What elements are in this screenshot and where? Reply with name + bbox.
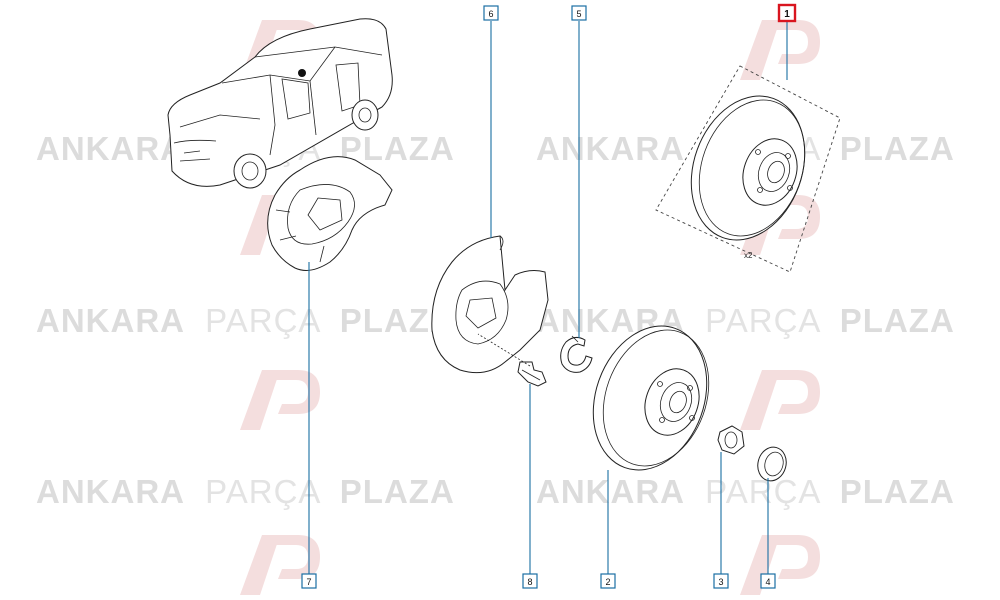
quantity-note: x2 <box>744 251 753 260</box>
svg-text:1: 1 <box>784 9 790 20</box>
part-6-backing-plate <box>431 235 549 374</box>
callout-3[interactable]: 3 <box>713 573 729 589</box>
callout-5[interactable]: 5 <box>571 5 587 21</box>
part-1-disc-assembly: x2 <box>655 65 841 273</box>
svg-text:8: 8 <box>527 577 532 587</box>
watermark-logo <box>740 20 820 80</box>
svg-text:5: 5 <box>576 9 581 19</box>
watermark-row: ANKARA PARÇA PLAZA <box>36 302 455 339</box>
svg-text:3: 3 <box>718 577 723 587</box>
watermark-row: ANKARA PARÇA PLAZA <box>36 473 455 510</box>
svg-text:6: 6 <box>488 9 493 19</box>
watermark-logo <box>240 370 320 430</box>
part-8-bolt <box>477 333 547 387</box>
watermark-row: ANKARA PARÇA PLAZA <box>536 473 955 510</box>
watermark-text-layer: ANKARA PARÇA PLAZA ANKARA PARÇA PLAZA AN… <box>36 130 955 510</box>
callout-2[interactable]: 2 <box>600 573 616 589</box>
part-5-circlip <box>560 335 593 373</box>
callout-7[interactable]: 7 <box>301 573 317 589</box>
watermark-logo <box>740 370 820 430</box>
callout-6[interactable]: 6 <box>483 5 499 21</box>
leader-lines <box>308 21 788 574</box>
svg-text:2: 2 <box>605 577 610 587</box>
car-illustration <box>167 18 393 189</box>
watermark-logo <box>240 535 320 595</box>
callout-8[interactable]: 8 <box>522 573 538 589</box>
callout-1[interactable]: 1 <box>777 3 797 23</box>
callout-4[interactable]: 4 <box>760 573 776 589</box>
svg-text:4: 4 <box>765 577 770 587</box>
part-7-backing-plate <box>267 156 393 271</box>
part-2-brake-disc <box>592 325 710 471</box>
watermark-row: ANKARA PARÇA PLAZA <box>536 302 955 339</box>
part-3-hub-nut <box>717 425 745 455</box>
svg-text:7: 7 <box>306 577 311 587</box>
watermark-logo <box>740 535 820 595</box>
